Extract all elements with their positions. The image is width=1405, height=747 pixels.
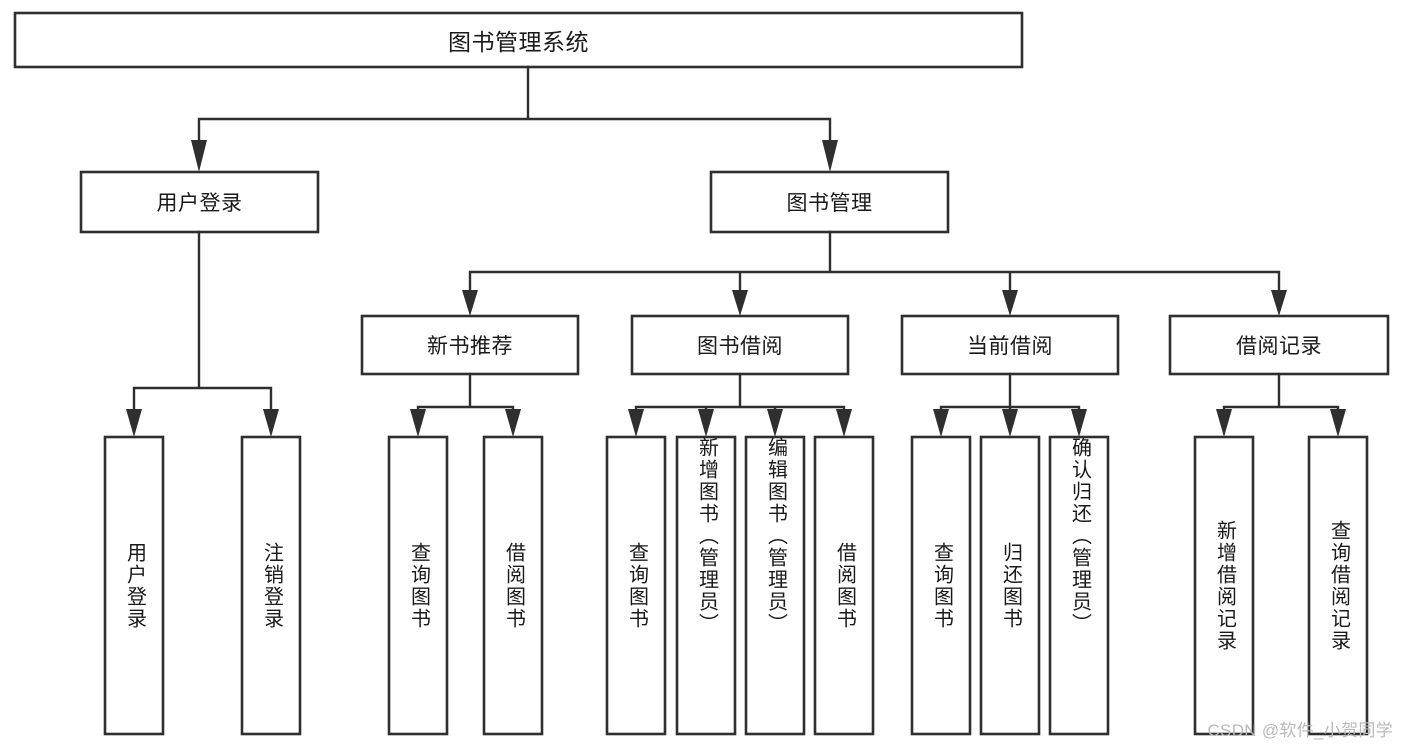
leaf-box-leaf-borrow-book-2[interactable] (813, 435, 875, 736)
arrow-head-leaf-query-book-3 (933, 409, 949, 437)
leaf-box-leaf-logout[interactable] (240, 435, 302, 736)
edge-book-manage-to-level3 (468, 230, 1281, 292)
node-box-book-borrow[interactable] (630, 314, 850, 376)
leaf-box-leaf-query-record[interactable] (1307, 435, 1369, 736)
arrow-head-leaf-query-book-2 (628, 409, 644, 437)
edge-book-borrow-to-leaves (634, 372, 846, 413)
node-box-current-borrow[interactable] (900, 314, 1120, 376)
leaf-box-leaf-add-book[interactable] (675, 435, 737, 736)
arrow-head-leaf-borrow-book-2 (836, 409, 852, 437)
leaf-box-leaf-borrow-book-1[interactable] (482, 435, 544, 736)
node-box-user-login[interactable] (79, 170, 320, 234)
arrow-head-leaf-user-login (126, 409, 142, 437)
arrow-head-borrow-record (1271, 290, 1287, 316)
leaf-box-leaf-query-book-3[interactable] (910, 435, 972, 736)
arrow-head-current-borrow (1002, 290, 1018, 316)
node-box-borrow-record[interactable] (1168, 314, 1390, 376)
arrow-head-leaf-edit-book (767, 409, 783, 437)
arrow-head-leaf-add-record (1216, 409, 1232, 437)
leaf-box-leaf-query-book-1[interactable] (387, 435, 449, 736)
node-box-root[interactable] (13, 11, 1024, 69)
leaf-box-leaf-confirm-return[interactable] (1048, 435, 1110, 736)
arrow-head-leaf-query-record (1330, 409, 1346, 437)
arrow-head-new-book-recommend (462, 290, 478, 316)
arrow-head-book-manage (822, 140, 838, 172)
leaf-box-leaf-query-book-2[interactable] (605, 435, 667, 736)
node-box-new-book-recommend[interactable] (360, 314, 580, 376)
arrow-head-user-login (191, 140, 207, 172)
arrow-head-leaf-logout (263, 409, 279, 437)
arrow-head-leaf-borrow-book-1 (505, 409, 521, 437)
leaf-box-leaf-return-book[interactable] (979, 435, 1041, 736)
node-box-book-manage[interactable] (709, 170, 950, 234)
edge-root-to-level2 (197, 65, 832, 142)
arrow-head-leaf-add-book (698, 409, 714, 437)
leaf-box-leaf-add-record[interactable] (1193, 435, 1255, 736)
edge-current-borrow-to-leaves (939, 372, 1081, 413)
leaf-box-leaf-user-login[interactable] (103, 435, 165, 736)
arrow-head-leaf-confirm-return (1071, 409, 1087, 437)
edge-borrow-record-to-leaves (1222, 372, 1340, 413)
arrow-head-leaf-query-book-1 (410, 409, 426, 437)
leaf-box-leaf-edit-book[interactable] (744, 435, 806, 736)
arrow-head-book-borrow (732, 290, 748, 316)
edge-new-book-recommend-to-leaves (416, 372, 515, 413)
arrow-head-leaf-return-book (1002, 409, 1018, 437)
edge-user-login-to-leaves (132, 230, 273, 411)
